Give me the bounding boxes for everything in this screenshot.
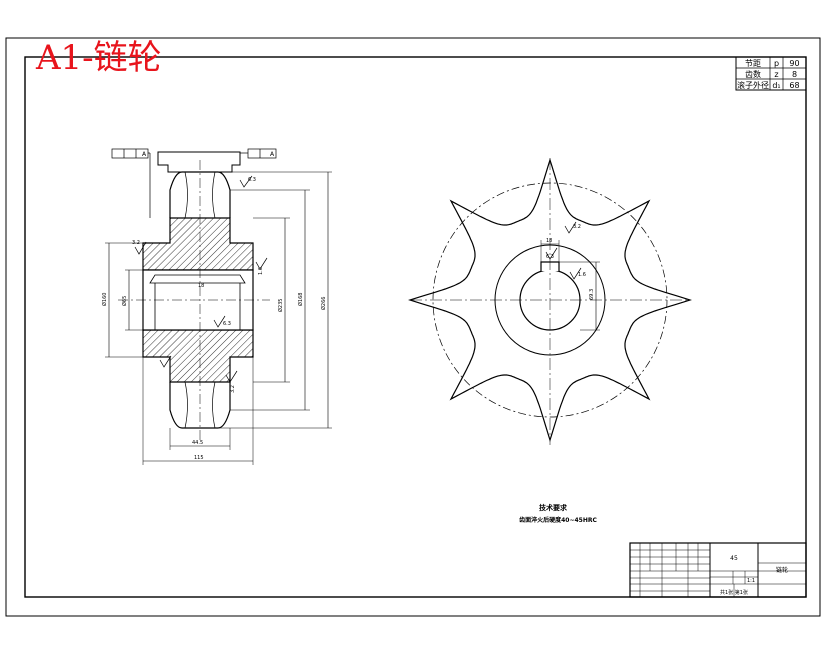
dim-outer-dia: Ø266	[320, 297, 327, 310]
dim-hub-len: 115	[194, 455, 204, 461]
dim-hub-dia: Ø160	[101, 293, 108, 306]
section-top-hatch	[142, 217, 254, 271]
section-bottom-hatch	[142, 329, 254, 383]
param-value-0: 90	[789, 59, 799, 68]
dim-keyway: 18	[198, 283, 204, 289]
roughness-bore: 1.6	[578, 272, 586, 278]
param-symbol-2: d₁	[772, 81, 780, 90]
param-name-1: 齿数	[745, 69, 761, 79]
title-block	[629, 542, 807, 598]
side-section-view	[105, 148, 332, 465]
roughness-mid: 6.3	[223, 321, 231, 327]
inner-frame	[24, 56, 807, 598]
material-value: 45	[730, 555, 738, 562]
param-symbol-0: p	[774, 59, 779, 68]
tech-req-line1: 齿面淬火后硬度40~45HRC	[519, 516, 597, 524]
param-table: 节距 p 90 齿数 z 8 滚子外径 d₁ 68	[735, 56, 807, 91]
drawing-title: A1-链轮	[36, 38, 162, 78]
dim-keyway-w: 18	[546, 238, 552, 244]
part-name: 链轮	[776, 566, 788, 574]
tooth-bottom	[169, 382, 231, 429]
datum-a-right: A	[270, 151, 275, 158]
dim-keyway-depth: 69.3	[589, 289, 595, 300]
roughness-keyway: 3.2	[573, 224, 581, 230]
front-view-labels: 3.2 6.3 1.6 18 69.3	[546, 224, 595, 300]
side-view-labels: A A 6.3 3.2 1.6 6.3 3.2 Ø160 Ø65 18 Ø235…	[101, 151, 327, 461]
dim-bore: Ø65	[121, 296, 128, 306]
param-value-2: 68	[789, 81, 799, 90]
roughness-top: 6.3	[248, 177, 256, 183]
scale-value: 1:1	[747, 578, 755, 584]
dim-root-dia: Ø168	[297, 293, 304, 306]
tech-req-heading: 技术要求	[539, 503, 568, 512]
datum-a-left: A	[142, 151, 147, 158]
sheet-count: 共1张 第1张	[720, 589, 748, 596]
roughness-hub-left: 3.2	[132, 240, 140, 246]
param-name-0: 节距	[745, 59, 761, 68]
param-symbol-1: z	[774, 70, 778, 79]
param-value-1: 8	[792, 70, 797, 79]
dim-tooth-width: 44.5	[192, 440, 203, 446]
roughness-lower-right: 3.2	[230, 385, 236, 393]
roughness-bore-right: 1.6	[258, 267, 264, 275]
front-view	[408, 158, 692, 445]
title-block-text: 45 链轮 1:1 共1张 第1张	[720, 555, 788, 596]
param-name-2: 滚子外径	[737, 80, 769, 90]
dim-pitch-dia: Ø235	[277, 299, 284, 312]
roughness-key-side: 6.3	[546, 254, 554, 260]
outer-frame	[5, 37, 821, 617]
